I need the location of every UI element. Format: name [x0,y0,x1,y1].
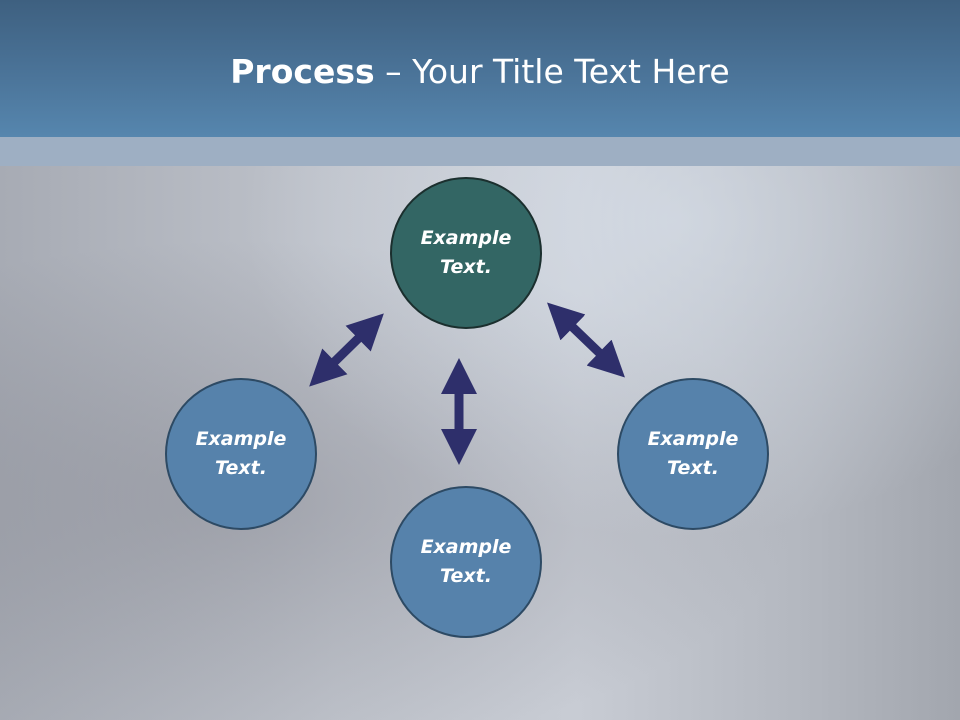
arrow-top-left [309,313,384,387]
node-line1: Example [420,536,512,558]
node-line1: Example [195,428,287,450]
arrow-top-right [547,302,625,378]
node-line2: Text. [215,457,267,479]
title-bar [0,0,960,137]
node-line1: Example [420,227,512,249]
slide-title: Process – Your Title Text Here [0,52,960,91]
title-bold: Process [230,52,375,91]
title-rest: – Your Title Text Here [374,52,730,91]
title-band [0,137,960,166]
node-line2: Text. [440,565,492,587]
node-line2: Text. [440,256,492,278]
node-line2: Text. [667,457,719,479]
node-line1: Example [647,428,739,450]
